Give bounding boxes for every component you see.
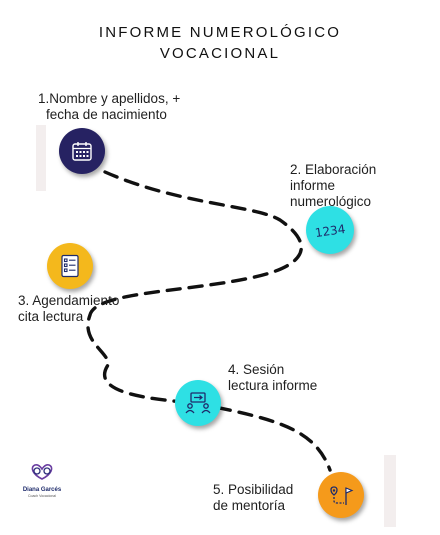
title-line-2: VOCACIONAL (159, 45, 281, 62)
step-5-circle (318, 472, 364, 518)
step-3-line-1: 3. Agendamiento (18, 293, 120, 308)
brand-logo: Diana Garcés Coach Vocacional (20, 462, 64, 498)
step-4-line-1: 4. Sesión (228, 362, 285, 377)
dashed-line (86, 170, 332, 472)
step-5-line-1: 5. Posibilidad (213, 482, 294, 497)
logo-subtitle: Coach Vocacional (27, 494, 57, 498)
checklist-icon (61, 254, 79, 278)
svg-text:1234: 1234 (314, 222, 346, 240)
meeting-icon (185, 392, 211, 414)
step-1-circle (59, 128, 105, 174)
page-title: INFORME NUMEROLÓGICO VOCACIONAL (0, 22, 440, 64)
step-5-line-2: de mentoría (213, 498, 286, 513)
step-2-line-3: numerológico (290, 194, 372, 209)
step-5-label: 5. Posibilidad de mentoría (213, 482, 293, 514)
logo-name: Diana Garcés (22, 487, 62, 493)
step-1-line-1: 1.Nombre y apellidos, + (38, 91, 181, 106)
route-flag-icon (330, 486, 354, 505)
step-4-label: 4. Sesión lectura informe (228, 362, 317, 394)
step-2-circle: 1234 (306, 206, 354, 254)
step-3-circle (47, 243, 93, 289)
step-1-label: 1.Nombre y apellidos, + fecha de nacimie… (38, 91, 180, 123)
step-4-circle (175, 380, 221, 426)
logo-mark-icon (31, 463, 53, 480)
left-side-bar (36, 125, 46, 191)
numbers-1234-icon: 1234 (314, 222, 346, 240)
step-2-label: 2. Elaboración informe numerológico (290, 162, 376, 210)
title-line-1: INFORME NUMEROLÓGICO (98, 24, 342, 41)
step-4-line-2: lectura informe (228, 378, 318, 393)
step-1-line-2: fecha de nacimiento (46, 107, 167, 122)
right-side-bar (384, 455, 396, 527)
step-2-line-1: 2. Elaboración (290, 162, 377, 177)
step-2-line-2: informe (290, 178, 336, 193)
step-3-line-2: cita lectura (18, 309, 84, 324)
step-3-label: 3. Agendamiento cita lectura (18, 293, 119, 325)
calendar-icon (72, 142, 92, 161)
